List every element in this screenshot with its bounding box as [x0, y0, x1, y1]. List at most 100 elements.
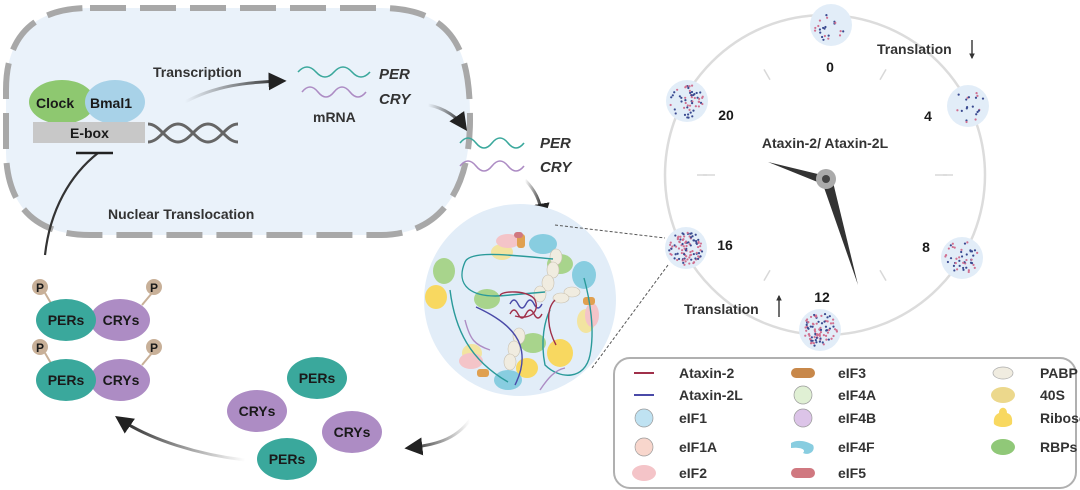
- granule-dot: [684, 260, 687, 263]
- granule-dot: [697, 241, 700, 245]
- dna-helix-icon: [147, 122, 239, 144]
- granule-hour-4: [947, 85, 989, 127]
- granule-dot: [689, 111, 692, 114]
- granule-dot: [826, 331, 830, 334]
- granule-dot: [673, 91, 676, 94]
- granule-dot: [684, 96, 687, 99]
- granule-dot: [825, 13, 828, 17]
- cry-mrna-wave-cytoplasm: [459, 160, 525, 172]
- granule-dot: [807, 327, 810, 330]
- granule-dot: [824, 334, 828, 337]
- granule-dot: [833, 328, 837, 331]
- granule-dot: [676, 252, 679, 255]
- callout-line: [591, 264, 669, 369]
- granule-dot: [701, 96, 704, 100]
- granule-dot: [965, 258, 968, 262]
- granule-dot: [975, 113, 978, 116]
- granule-dot: [956, 268, 959, 271]
- granule-dot: [688, 262, 691, 265]
- granule-dot: [682, 258, 685, 261]
- pabp-legend-icon: [992, 366, 1014, 380]
- clock-label: Clock: [36, 95, 74, 111]
- granule-dot: [815, 336, 818, 339]
- crys-label: CRYs: [334, 424, 371, 440]
- granule-dot: [676, 236, 679, 240]
- granule-dot: [683, 247, 686, 250]
- granule-dot: [688, 104, 692, 107]
- eif2-legend-icon: [632, 465, 656, 481]
- granule-dot: [960, 255, 964, 258]
- granule-dot: [668, 243, 672, 246]
- granule-dot: [808, 333, 811, 336]
- legend-label: Ataxin-2: [679, 365, 734, 381]
- granule-dot: [700, 250, 704, 253]
- eif2-icon: [459, 353, 483, 369]
- crys-protein: [90, 359, 150, 401]
- granule-dot: [977, 109, 981, 112]
- granule-dot: [695, 91, 698, 95]
- granule-dot: [960, 248, 963, 251]
- granule-dot: [674, 245, 678, 248]
- granule-dot: [811, 339, 814, 342]
- granule-dot: [976, 94, 979, 98]
- legend: Ataxin-2Ataxin-2LeIF1eIF1AeIF2eIF3eIF4Ae…: [613, 357, 1080, 489]
- granule-dot: [670, 247, 673, 250]
- granule-dot: [830, 337, 833, 340]
- ebox-label: E-box: [70, 125, 109, 141]
- granule-dot: [688, 85, 691, 88]
- granule-dot: [965, 120, 968, 124]
- clock-hour-hand: [768, 162, 826, 183]
- granule-dot: [689, 244, 692, 247]
- granule-dot: [670, 96, 673, 99]
- granule-dot: [683, 252, 686, 256]
- granule-dot: [695, 241, 698, 245]
- ribosome-legend-icon: [993, 407, 1013, 427]
- granule-dot: [697, 252, 701, 255]
- granule-dot: [976, 110, 979, 114]
- granule-dot: [686, 113, 690, 116]
- granule-dot: [944, 255, 947, 258]
- legend-label: Ataxin-2L: [679, 387, 743, 403]
- hour-label-4: 4: [924, 108, 932, 124]
- granule-dot: [965, 266, 968, 269]
- per-label-nucleus: PER: [379, 66, 410, 83]
- granule-dot: [967, 96, 971, 99]
- clock-protein: [29, 80, 95, 124]
- granule-dot: [683, 113, 687, 116]
- hour-label-0: 0: [826, 59, 834, 75]
- granule-dot: [813, 29, 817, 32]
- granule-dot: [674, 234, 677, 237]
- legend-label: eIF4A: [838, 387, 876, 403]
- hour-label-8: 8: [922, 239, 930, 255]
- granule-dot: [825, 329, 828, 332]
- crys-protein: [227, 390, 287, 432]
- ebox: [33, 122, 145, 143]
- granule-dot: [818, 340, 822, 343]
- eif2-icon: [496, 234, 520, 248]
- granule-dot: [818, 334, 821, 337]
- granule-dot: [834, 21, 837, 24]
- granule-dot: [821, 341, 824, 344]
- granule-dot: [690, 94, 693, 97]
- export-arrow: [427, 103, 468, 131]
- granule-dot: [674, 253, 677, 256]
- granule-dot: [681, 242, 684, 246]
- granule-dot: [972, 263, 975, 267]
- granule-dot: [699, 242, 703, 245]
- granule-dot: [826, 16, 829, 19]
- granule-dot: [820, 314, 823, 317]
- granule-dot: [679, 238, 682, 241]
- granule-dot: [946, 260, 950, 264]
- granule-dot: [832, 318, 835, 321]
- phosphorylated-complexes: P P PERs CRYs P P PERs CRYs: [32, 279, 162, 401]
- granule-dot: [820, 322, 824, 325]
- granule-dot: [689, 250, 692, 254]
- granule-dot: [965, 98, 968, 101]
- phosphate-icon: [32, 279, 48, 295]
- legend-label: eIF3: [838, 365, 866, 381]
- granule-dot: [692, 93, 695, 97]
- granule-dot: [813, 313, 816, 317]
- granule-dot: [842, 30, 845, 33]
- granule-dot: [684, 240, 688, 243]
- 40s-icon: [491, 244, 513, 260]
